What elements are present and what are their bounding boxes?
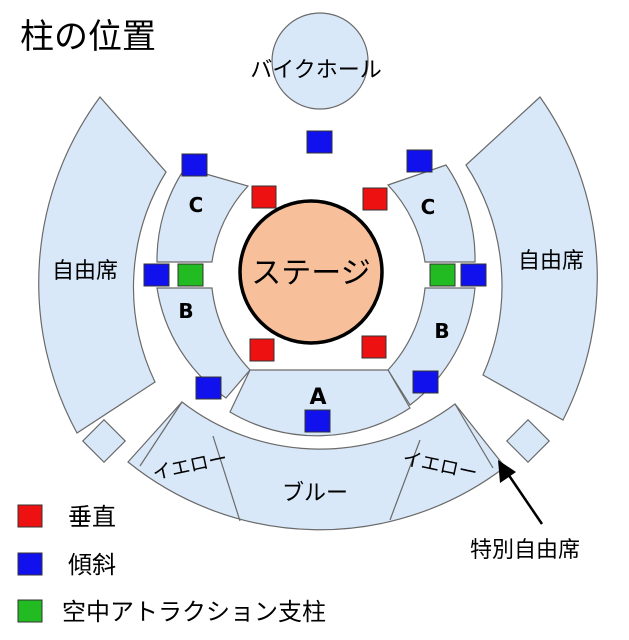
pillar-vertical [251,185,277,209]
special-seat-left [81,418,127,464]
special-free-arrow-shaft [506,473,544,525]
pillar-aerial [429,263,456,287]
free-seating-right-label: 自由席 [518,249,584,274]
divider-yellow-left [212,435,241,522]
block-b-right-label: B [434,319,449,343]
pillar-aerial [177,263,204,287]
block-c-left [156,167,250,263]
pillar-tilted [306,130,333,154]
blue-label: ブルー [282,481,348,506]
pillar-tilted [460,263,487,287]
legend-label-tilted: 傾斜 [68,551,116,579]
legend-swatch-tilted [17,552,43,576]
divider-special-right [454,403,494,469]
bike-hall-label: バイクホール [250,58,382,83]
special-seat-right [505,418,551,464]
page-title: 柱の位置 [20,17,156,57]
free-seating-left [38,96,167,434]
special-free-arrow-head [498,460,516,483]
stage-label: ステージ [251,256,370,291]
pillar-tilted [412,370,439,394]
legend-swatch-aerial [17,599,43,623]
pillar-tilted [304,409,331,433]
pillar-vertical [361,335,387,359]
block-b-left [156,287,251,399]
free-seating-right [465,96,598,421]
block-c-left-label: C [189,193,204,217]
special-free-label: 特別自由席 [470,538,580,563]
block-b-right [387,287,476,406]
divider-yellow-right [389,439,421,521]
divider-special-left [139,401,183,467]
pillar-tilted [406,149,433,173]
pillar-vertical [362,187,388,211]
block-a-label: A [309,385,326,410]
pillar-tilted [195,376,222,400]
pillar-vertical [249,338,275,362]
legend-swatch-vertical [17,504,43,528]
block-a [229,369,411,437]
legend-label-aerial: 空中アトラクション支柱 [62,598,326,626]
legend-label-vertical: 垂直 [68,503,116,531]
block-c-right-label: C [421,195,436,219]
bike-hall [271,12,369,110]
free-seating-left-label: 自由席 [52,259,118,284]
block-c-right [386,164,476,263]
block-b-left-label: B [178,299,193,323]
stage [238,199,384,345]
pillar-tilted [143,263,170,287]
pillar-tilted [181,153,208,177]
